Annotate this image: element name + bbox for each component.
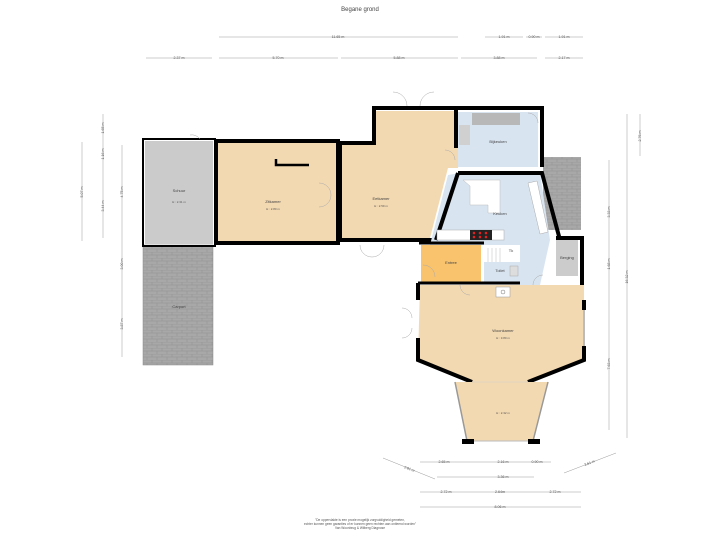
dim-top-row2: 2.17 m [559, 56, 570, 60]
label-eetkamer: Eetkamer [372, 196, 390, 201]
disclaimer: "De oppervlakte is een proxie mogelijk z… [0, 518, 720, 530]
label-zitkamer: Zitkamer [265, 199, 281, 204]
dim-bottom-total: 8.06 m [495, 505, 506, 509]
height-eetkamer: H : 2.59 m [374, 204, 388, 208]
dim-bottom: 2.72 m [441, 490, 452, 494]
dim-right: 1.68 m [607, 259, 611, 270]
room-labels: Schuur H : 2.31 m Zitkamer H : 2.80 m Ee… [172, 139, 574, 415]
label-woonkamer: Woonkamer [492, 328, 514, 333]
dim-right: 2.76 m [638, 131, 642, 142]
dim-right: 16.32 m [625, 271, 629, 284]
dim-bottom: 2.72 m [550, 490, 561, 494]
label-schuur: Schuur [173, 188, 186, 193]
carport-area [142, 244, 214, 366]
dim-bottom: 2.16 m [498, 460, 509, 464]
height-schuur: H : 2.31 m [172, 200, 186, 204]
room-bijkeuken [454, 106, 544, 167]
dim-right: 7.63 m [607, 359, 611, 370]
label-toilet: Toilet [495, 268, 505, 273]
dim-left: 5.07 m [80, 187, 84, 198]
disclaimer-line: "De oppervlakte is een proxie mogelijk z… [315, 518, 405, 522]
room-eetkamer [338, 106, 458, 242]
dim-bottom: 2.65 m [439, 460, 450, 464]
height-erker: H : 2.32 m [496, 411, 510, 415]
dim-right: 3.33 m [607, 207, 611, 218]
disclaimer-line: Van Woonbrug & Wilberg Diagnose [334, 526, 386, 530]
dim-top-row2: 5.88 m [394, 56, 405, 60]
label-carport: Carport [172, 304, 186, 309]
dim-top-d2: 0.90 m [529, 35, 540, 39]
dim-bottom-diag: 2.61 m [584, 459, 596, 467]
label-berging: Berging [560, 255, 574, 260]
dim-bottom-diag: 2.81 m [404, 465, 416, 473]
dim-top-total: 11.65 m [332, 35, 345, 39]
dim-top-d1: 1.91 m [499, 35, 510, 39]
room-zitkamer [214, 139, 340, 245]
dimension-labels: 11.65 m 1.91 m 0.90 m 1.91 m 2.37 m 5.70… [80, 35, 642, 509]
doors [189, 91, 544, 339]
disclaimer-line: echter kunnen geen garanties of er kunne… [303, 522, 417, 526]
dim-left: 1.16 m [101, 149, 105, 160]
dim-left: 1.65 m [101, 123, 105, 134]
dim-left: 3.00 m [120, 259, 124, 270]
dim-bottom: 3.36 m [498, 475, 509, 479]
floor-title: Begane grond [341, 7, 379, 13]
label-keuken: Keuken [493, 211, 507, 216]
dim-top-row2: 2.37 m [174, 56, 185, 60]
dim-left: 3.44 m [101, 201, 105, 212]
dim-top-row2: 5.70 m [273, 56, 284, 60]
dim-top-d3: 1.91 m [559, 35, 570, 39]
dimension-lines [81, 36, 641, 508]
dim-left: 4.75 m [120, 187, 124, 198]
dim-left: 3.87 m [120, 319, 124, 330]
label-entree: Entree [445, 260, 458, 265]
label-trap: Tk [509, 248, 513, 253]
dim-bottom: 0.90 m [532, 460, 543, 464]
room-erker [454, 381, 549, 444]
label-bijkeuken: Bijkeuken [489, 139, 506, 144]
height-zitkamer: H : 2.80 m [266, 207, 280, 211]
room-woonkamer [416, 281, 586, 384]
room-toilet [484, 248, 522, 282]
dim-bottom: 2.64m [495, 490, 505, 494]
dim-top-row2: 3.88 m [494, 56, 505, 60]
height-woonkamer: H : 3.80 m [496, 336, 510, 340]
